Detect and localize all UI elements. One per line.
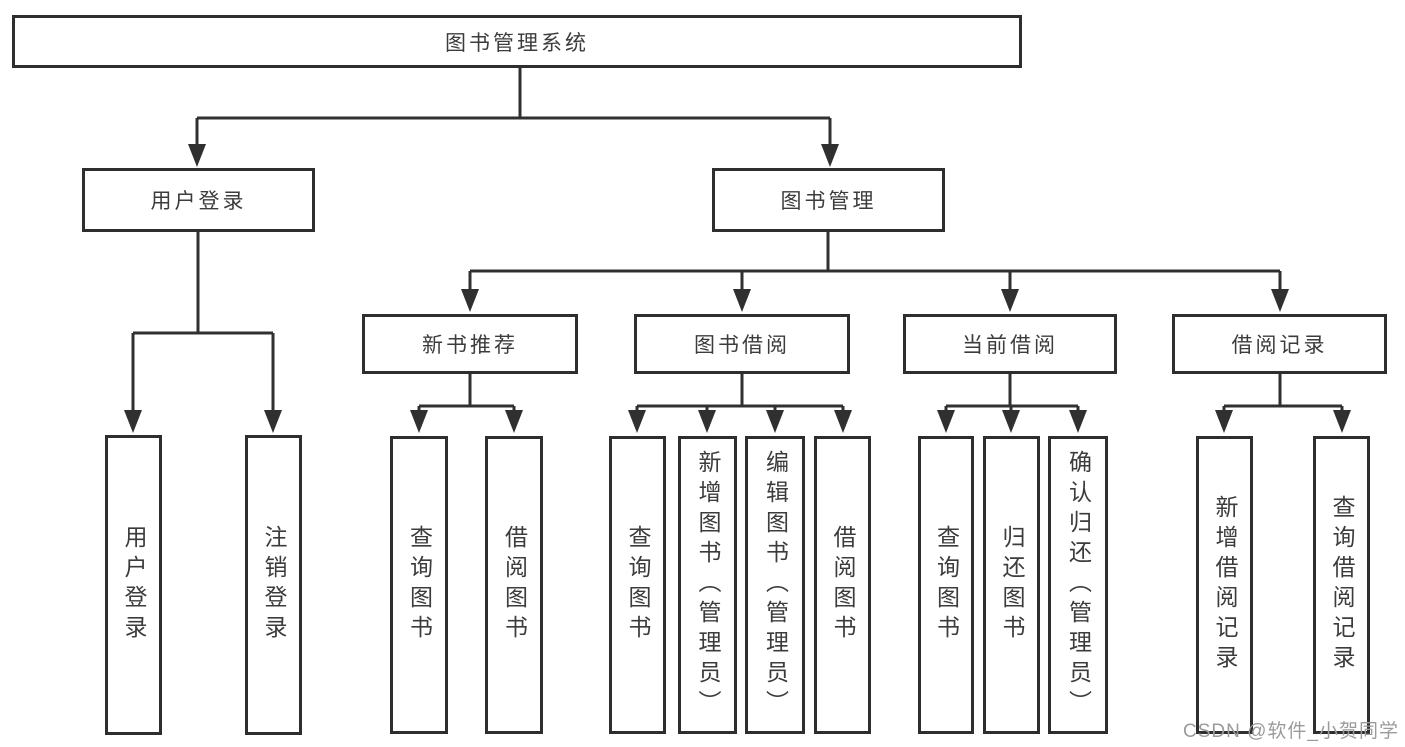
node-leaf-cb-confirm-return-admin: 确认归还（管理员） [1048, 436, 1108, 734]
node-leaf-cb-query-books: 查询图书 [918, 436, 974, 734]
node-leaf-bb-borrow-books: 借阅图书 [814, 436, 871, 734]
node-leaf-br-add-record: 新增借阅记录 [1196, 436, 1253, 734]
node-user-login: 用户登录 [82, 168, 315, 232]
leaf-label: 查询图书 [406, 525, 433, 645]
node-leaf-br-query-record: 查询借阅记录 [1313, 436, 1370, 734]
node-book-borrow: 图书借阅 [634, 314, 850, 374]
node-borrow-records: 借阅记录 [1172, 314, 1387, 374]
node-current-borrow: 当前借阅 [903, 314, 1117, 374]
leaf-label: 借阅图书 [830, 525, 856, 645]
leaf-label: 归还图书 [999, 525, 1025, 645]
node-leaf-bb-query-books: 查询图书 [609, 436, 666, 734]
csdn-watermark: CSDN @软件_小贺同学 [1183, 721, 1399, 742]
node-leaf-bb-add-books-admin: 新增图书（管理员） [678, 436, 737, 734]
leaf-label: 新增图书（管理员） [695, 450, 721, 720]
node-leaf-cb-return-books: 归还图书 [983, 436, 1040, 734]
node-book-management: 图书管理 [712, 168, 945, 232]
leaf-label: 注销登录 [261, 525, 287, 645]
leaf-label: 确认归还（管理员） [1065, 450, 1092, 720]
leaf-label: 查询借阅记录 [1329, 495, 1355, 675]
node-leaf-bb-edit-books-admin: 编辑图书（管理员） [745, 436, 805, 734]
leaf-label: 查询图书 [625, 525, 651, 645]
node-leaf-logout: 注销登录 [245, 435, 302, 735]
node-leaf-nbr-borrow-books: 借阅图书 [485, 436, 543, 734]
leaf-label: 用户登录 [121, 525, 147, 645]
node-library-system: 图书管理系统 [12, 15, 1022, 68]
node-leaf-nbr-query-books: 查询图书 [390, 436, 448, 734]
leaf-label: 借阅图书 [501, 525, 528, 645]
node-new-book-recommend: 新书推荐 [362, 314, 578, 374]
node-leaf-user-login: 用户登录 [105, 435, 162, 735]
leaf-label: 查询图书 [933, 525, 960, 645]
leaf-label: 编辑图书（管理员） [762, 450, 789, 720]
leaf-label: 新增借阅记录 [1212, 495, 1238, 675]
